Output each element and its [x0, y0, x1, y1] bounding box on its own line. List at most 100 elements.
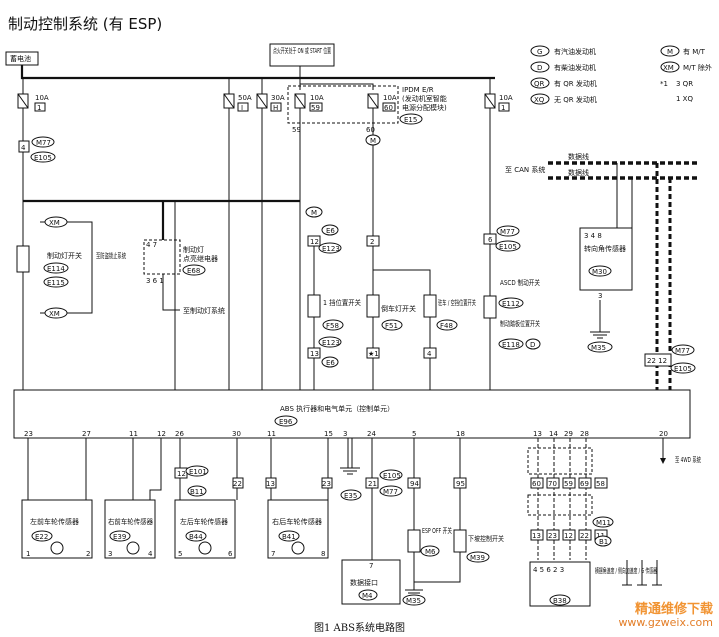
svg-text:数据接口: 数据接口 — [350, 578, 378, 587]
svg-text:14: 14 — [549, 430, 558, 438]
svg-text:12: 12 — [157, 430, 166, 438]
svg-text:有柴油发动机: 有柴油发动机 — [554, 63, 596, 72]
svg-text:3: 3 — [598, 292, 602, 300]
svg-text:12: 12 — [177, 470, 186, 478]
svg-text:6: 6 — [228, 550, 233, 558]
svg-text:E22: E22 — [35, 533, 48, 541]
svg-text:B44: B44 — [189, 533, 203, 541]
svg-text:12: 12 — [310, 238, 319, 246]
svg-text:58: 58 — [596, 480, 605, 488]
svg-text:M/T 除外: M/T 除外 — [683, 63, 712, 72]
svg-text:30A: 30A — [271, 94, 285, 102]
svg-text:点亮继电器: 点亮继电器 — [183, 254, 218, 263]
svg-text:3 4 8: 3 4 8 — [584, 232, 602, 240]
svg-text:M35: M35 — [591, 344, 606, 352]
svg-text:5: 5 — [412, 430, 416, 438]
svg-text:左后车轮传感器: 左后车轮传感器 — [180, 517, 228, 526]
svg-text:50A: 50A — [238, 94, 252, 102]
svg-text:3 6 1: 3 6 1 — [146, 277, 164, 285]
svg-text:D: D — [537, 64, 542, 72]
svg-text:有汽油发动机: 有汽油发动机 — [554, 47, 596, 56]
svg-text:M30: M30 — [592, 268, 607, 276]
brake-relay — [143, 239, 181, 275]
first-position-switch — [307, 294, 321, 318]
svg-text:H: H — [273, 104, 278, 112]
svg-text:M77: M77 — [383, 488, 398, 496]
svg-text:M77: M77 — [500, 228, 515, 236]
svg-text:23: 23 — [322, 480, 331, 488]
svg-text:倒车灯开关: 倒车灯开关 — [381, 304, 416, 313]
svg-text:有 QR 发动机: 有 QR 发动机 — [554, 79, 597, 88]
svg-text:E35: E35 — [344, 492, 357, 500]
svg-text:20: 20 — [659, 430, 668, 438]
svg-text:M35: M35 — [406, 597, 421, 605]
svg-text:4 5 6 2 3: 4 5 6 2 3 — [533, 566, 564, 574]
abs-control-unit — [13, 389, 691, 439]
svg-text:至 CAN 系统: 至 CAN 系统 — [505, 165, 545, 174]
svg-text:XQ: XQ — [534, 96, 545, 104]
svg-text:10A: 10A — [499, 94, 513, 102]
steering-angle-sensor — [579, 227, 633, 291]
svg-text:至防盗锁止系统: 至防盗锁止系统 — [96, 251, 126, 260]
svg-text:11: 11 — [129, 430, 138, 438]
svg-text:制动灯: 制动灯 — [183, 245, 204, 254]
svg-text:60: 60 — [532, 480, 541, 488]
esp-off-switch — [407, 529, 421, 553]
svg-text:3: 3 — [108, 550, 112, 558]
svg-text:E115: E115 — [47, 279, 65, 287]
svg-text:E123: E123 — [322, 339, 340, 347]
fuse-5: 10A 60 — [367, 93, 397, 112]
svg-text:3: 3 — [343, 430, 347, 438]
svg-text:2: 2 — [370, 238, 374, 246]
svg-text:10A: 10A — [35, 94, 49, 102]
svg-text:E105: E105 — [383, 472, 401, 480]
svg-text:至 4WD 系统: 至 4WD 系统 — [675, 455, 701, 464]
ignition-note-text: 点火开关处于 ON 或 START 位置 — [273, 46, 331, 55]
downhill-control-switch — [453, 529, 467, 553]
svg-text:转向角传感器: 转向角传感器 — [584, 244, 626, 253]
svg-text:驻车 / 空挡位置开关: 驻车 / 空挡位置开关 — [438, 298, 476, 307]
svg-text:30: 30 — [232, 430, 241, 438]
abs-unit-label: ABS 执行器和电气单元（控制单元） — [280, 404, 394, 413]
connector-row-1: 60 70 59 69 58 — [530, 477, 608, 489]
svg-text:右后车轮传感器: 右后车轮传感器 — [272, 517, 322, 526]
svg-text:M: M — [667, 48, 673, 56]
svg-text:M39: M39 — [470, 554, 485, 562]
ascd-switch — [483, 295, 497, 319]
svg-text:69: 69 — [580, 480, 589, 488]
svg-text:M77: M77 — [675, 347, 690, 355]
svg-text:59: 59 — [292, 126, 301, 134]
svg-text:B11: B11 — [190, 488, 204, 496]
svg-text:下坡控制开关: 下坡控制开关 — [468, 534, 504, 543]
svg-text:2: 2 — [86, 550, 90, 558]
yaw-rate-g-sensor: 4 5 6 2 3 横摆角速度 / 侧向加速度 / G 传感器 B38 — [529, 561, 657, 607]
legend: G 有汽油发动机 D 有柴油发动机 QR 有 QR 发动机 XQ 无 QR 发动… — [530, 45, 712, 105]
ignition-note — [269, 43, 335, 67]
svg-text:E6: E6 — [326, 359, 335, 367]
svg-text:*1: *1 — [660, 80, 668, 88]
svg-text:28: 28 — [580, 430, 589, 438]
svg-text:制动灯开关: 制动灯开关 — [47, 251, 82, 260]
svg-text:制动踏板位置开关: 制动踏板位置开关 — [500, 319, 540, 328]
svg-text:M77: M77 — [36, 139, 51, 147]
svg-text:22: 22 — [580, 532, 589, 540]
svg-text:26: 26 — [175, 430, 184, 438]
svg-text:E105: E105 — [34, 154, 52, 162]
svg-text:7: 7 — [271, 550, 275, 558]
watermark: 精通维修下载 www.gzweix.com — [618, 602, 713, 629]
svg-text:10A: 10A — [383, 94, 397, 102]
fuse-4: 10A 59 — [294, 93, 324, 112]
svg-text:E118: E118 — [502, 341, 520, 349]
power-bus — [20, 65, 495, 80]
svg-text:右前车轮传感器: 右前车轮传感器 — [108, 517, 153, 526]
svg-text:横摆角速度 / 侧向加速度 / G 传感器: 横摆角速度 / 侧向加速度 / G 传感器 — [595, 566, 657, 575]
svg-text:11: 11 — [267, 430, 276, 438]
svg-text:ASCD 制动开关: ASCD 制动开关 — [500, 278, 540, 287]
svg-text:70: 70 — [548, 480, 557, 488]
svg-text:15: 15 — [324, 430, 333, 438]
fuse-6: 10A 1 — [484, 93, 513, 112]
svg-text:E105: E105 — [499, 243, 517, 251]
svg-text:1: 1 — [37, 104, 41, 112]
